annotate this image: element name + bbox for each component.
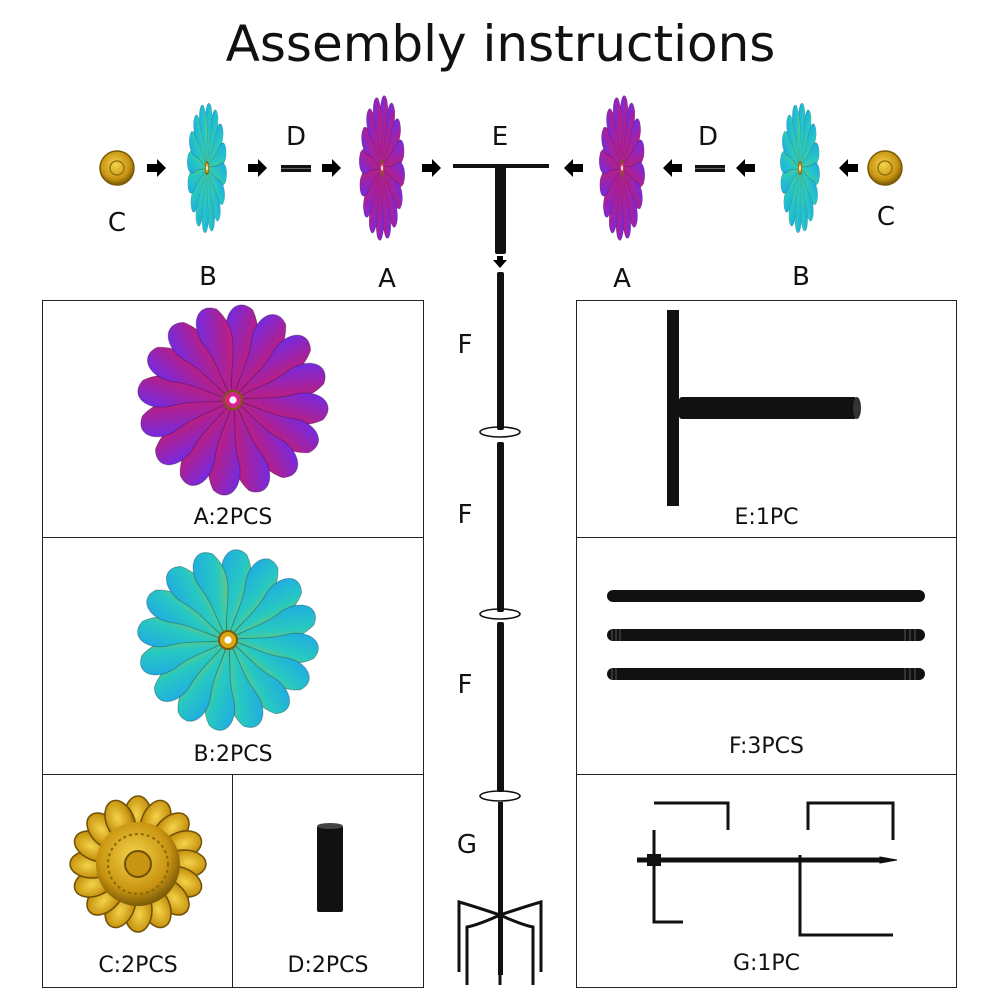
pinwheel-petal	[372, 97, 383, 169]
label-f-3: F	[457, 670, 473, 700]
label-c-right: C	[876, 202, 896, 232]
top-cap-c-left	[99, 150, 135, 186]
ground-stake-g	[457, 900, 543, 985]
part-a-pinwheel	[137, 304, 329, 496]
page-title: Assembly instructions	[225, 15, 776, 73]
label-a-right: A	[613, 264, 631, 294]
part-caption-b: B:2PCS	[193, 742, 273, 767]
pinwheel-petal	[195, 307, 234, 401]
label-d-left: D	[285, 122, 307, 152]
part-caption-g: G:1PC	[732, 951, 801, 976]
pinwheel-petal	[792, 104, 801, 169]
part-caption-d: D:2PCS	[287, 953, 369, 978]
part-c-flower-cap	[69, 795, 207, 933]
label-b-left: B	[199, 262, 217, 292]
top-pinwheel-b-left	[187, 102, 227, 234]
top-pinwheel-b-right	[780, 102, 820, 234]
label-f-1: F	[457, 330, 473, 360]
label-f-2: F	[457, 500, 473, 530]
label-a-left: A	[378, 264, 396, 294]
label-c-left: C	[107, 208, 127, 238]
top-cap-c-right	[867, 150, 903, 186]
part-e-t-bar	[667, 310, 861, 506]
part-box-f: F:3PCS	[576, 537, 957, 775]
part-caption-c: C:2PCS	[98, 953, 178, 978]
rotate-joint-icons	[479, 426, 521, 802]
label-g: G	[456, 830, 478, 860]
top-pinwheel-a-right	[599, 95, 645, 241]
label-b-right: B	[792, 262, 810, 292]
pinwheel-petal	[192, 552, 229, 641]
label-d-right: D	[697, 122, 719, 152]
part-caption-a: A:2PCS	[193, 505, 273, 530]
center-pole	[497, 272, 504, 975]
top-arrows	[147, 159, 858, 268]
part-f-rods	[607, 590, 925, 680]
top-t-bar-e	[453, 164, 549, 254]
part-caption-f: F:3PCS	[729, 734, 804, 759]
part-d-tube	[317, 823, 343, 912]
part-g-stake	[637, 801, 898, 937]
part-caption-e: E:1PC	[734, 505, 799, 530]
part-b-pinwheel	[137, 549, 319, 731]
pinwheel-petal	[199, 104, 208, 169]
pinwheel-petal	[612, 97, 623, 169]
label-e: E	[491, 122, 509, 152]
top-pinwheel-a-left	[359, 95, 405, 241]
